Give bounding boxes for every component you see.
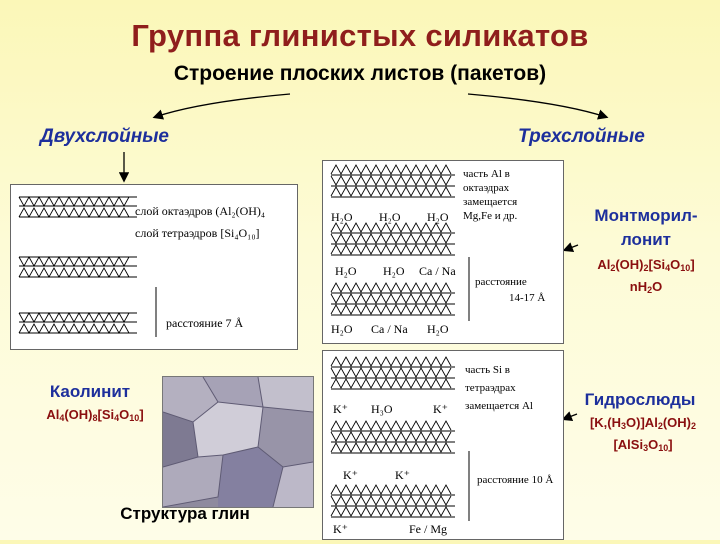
note-si-substitution-3: замещается Al	[465, 400, 533, 412]
cation-k-4: K⁺	[395, 468, 410, 482]
water-h2o-6: H₂O	[331, 322, 353, 336]
cation-k-2: K⁺	[433, 402, 448, 416]
label-distance-10: расстояние 10 Å	[477, 474, 553, 486]
kaolinite-layers-diagram: слой октаэдров (Al₂(OH)₄ слой тетраэдров…	[18, 196, 265, 337]
cation-fe-mg: Fe / Mg	[409, 522, 447, 536]
clay-structure-photo	[162, 376, 314, 508]
cation-ca-na-1: Ca / Na	[419, 264, 456, 278]
cation-k-5: K⁺	[333, 522, 348, 536]
hydromica-layers-diagram: K⁺ H₃O K⁺ K⁺ K⁺ K⁺ Fe / Mg часть Si в те…	[330, 356, 553, 536]
formula-hydromica: [K,(H3O)]Al2(OH)2 [AlSi3O10]	[589, 415, 697, 453]
montmorillonite-layers-diagram: H₂O H₂O H₂O H₂O H₂O Ca / Na H₂O Ca / Na …	[330, 164, 545, 336]
water-h2o-3: H₂O	[427, 210, 449, 224]
clay-micrograph-image	[163, 377, 313, 507]
note-si-substitution-1: часть Si в	[465, 364, 510, 376]
label-distance-14-17: расстояние	[475, 276, 527, 288]
label-octahedra: слой октаэдров (Al₂(OH)₄	[135, 204, 265, 218]
cation-k-1: K⁺	[333, 402, 348, 416]
formula-kaolinite: Al4(OH)8[Si4O10]	[46, 407, 144, 423]
note-al-substitution-1: часть Al в	[463, 168, 510, 180]
cation-k-3: K⁺	[343, 468, 358, 482]
label-distance: расстояние 7 Å	[166, 316, 244, 330]
water-h2o-1: H₂O	[331, 210, 353, 224]
water-h2o-4: H₂O	[335, 264, 357, 278]
page-title: Группа глинистых силикатов	[131, 18, 589, 53]
kaolinite-structure-panel: слой октаэдров (Al₂(OH)₄ слой тетраэдров…	[10, 184, 298, 350]
note-al-substitution-2: октаэдрах	[463, 182, 510, 194]
layer-packet-2	[18, 256, 137, 278]
montmorillonite-structure-panel: H₂O H₂O H₂O H₂O H₂O Ca / Na H₂O Ca / Na …	[322, 160, 564, 344]
mineral-kaolinite: Каолинит	[49, 382, 131, 401]
water-h2o-5: H₂O	[383, 264, 405, 278]
label-tetrahedra: слой тетраэдров [Si₄O₁₀]	[135, 226, 260, 240]
hydromica-structure-panel: K⁺ H₃O K⁺ K⁺ K⁺ K⁺ Fe / Mg часть Si в те…	[322, 350, 564, 540]
water-h2o-7: H₂O	[427, 322, 449, 336]
photo-caption: Структура глин	[120, 504, 250, 523]
note-al-substitution-4: Mg,Fe и др.	[463, 210, 518, 222]
note-si-substitution-2: тетраэдрах	[465, 382, 516, 394]
mineral-hydromica: Гидрослюды	[584, 390, 696, 409]
mineral-montmorillonite: Монтморил- лонит	[594, 206, 698, 249]
water-h2o-2: H₂O	[379, 210, 401, 224]
formula-montmorillonite: Al2(OH)2[Si4O10] nH2O	[597, 257, 695, 295]
layer-packet-1	[18, 196, 137, 218]
label-distance-14-17-value: 14-17 Å	[509, 292, 545, 304]
hydronium-h3o: H₃O	[371, 402, 393, 416]
layer-packet-3	[18, 312, 137, 334]
page-subtitle: Строение плоских листов (пакетов)	[173, 62, 547, 85]
heading-three-layer: Трехслойные	[518, 126, 645, 147]
cation-ca-na-2: Ca / Na	[371, 322, 408, 336]
note-al-substitution-3: замещается	[463, 196, 517, 208]
heading-two-layer: Двухслойные	[40, 126, 169, 147]
